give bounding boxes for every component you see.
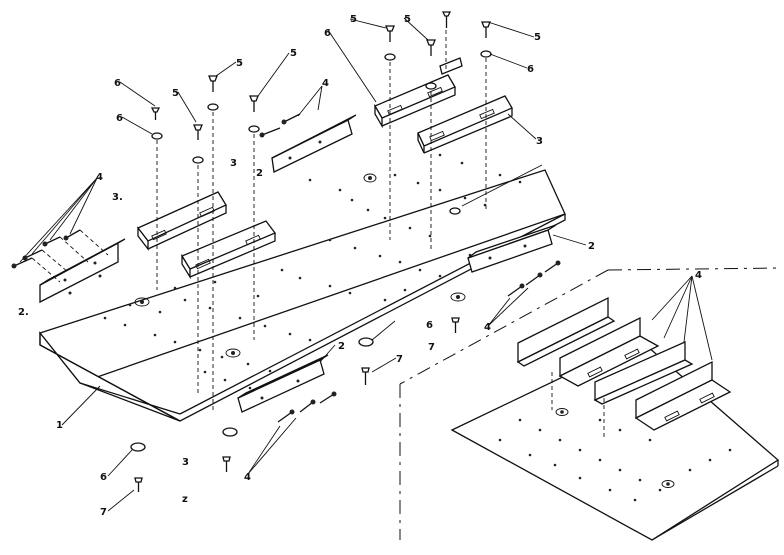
screws-right: [487, 260, 561, 327]
callout-screw-left: 4: [96, 172, 103, 183]
bolt-stack-c: [207, 75, 219, 410]
washer-bolt-lower-left: [130, 427, 238, 492]
bolt-stack-g: [441, 11, 452, 70]
callout-detail-group: 4: [695, 270, 702, 281]
callout-bolt-d: 5: [350, 14, 357, 25]
screws-left-row: [11, 229, 109, 283]
callout-bolt-c: 5: [290, 48, 297, 59]
bracket-right: [467, 224, 557, 273]
detail-hole-grid: [498, 418, 732, 502]
leader-lines: [61, 17, 587, 512]
callout-bracket-front-left: 2.: [18, 307, 29, 318]
callout-spacer-left-top: 3.: [112, 192, 123, 203]
detail-angle-1: [516, 296, 616, 367]
bolt-stack-e: [384, 25, 396, 240]
callout-bracket-right: 2: [588, 241, 595, 252]
callout-screw-front: 4: [244, 472, 251, 483]
callout-screw7-b: 7: [428, 342, 435, 353]
leader-lines-left-screws: [19, 177, 98, 263]
callout-screw7-a: 7: [396, 354, 403, 365]
main-board: [38, 153, 566, 422]
spacer-bar-right-mid: [417, 95, 513, 154]
spacer-bar-left-mid: [181, 220, 277, 280]
bolt-stack-b: [192, 124, 204, 395]
spacer-bar-right-top: [374, 74, 456, 129]
bracket-front: [237, 354, 329, 413]
screws-front: [247, 391, 337, 475]
callout-screw-center: 4: [322, 78, 329, 89]
detail-inset: [399, 267, 781, 541]
callout-spacer-left-mid: 3: [230, 158, 237, 169]
callout-bracket-center: 2: [256, 168, 263, 179]
detail-angle-4: [634, 360, 732, 431]
bracket-center: [271, 114, 357, 173]
bracket-left: [39, 238, 126, 304]
spacer-bar-left-top: [136, 191, 227, 251]
callout-bolt-f: 5: [534, 32, 541, 43]
callout-labels: 1 2. 2 2 2 3. 3 3 4 4 4 4 5 5 5 5 5 5 6 …: [18, 14, 702, 518]
bolt-stack-h: [480, 21, 492, 210]
board-hole-grid: [103, 153, 522, 390]
callout-washer-f: 6: [100, 472, 107, 483]
callout-washer-c: 6: [324, 28, 331, 39]
callout-screw-right: 4: [484, 322, 491, 333]
detail-angle-2: [558, 316, 660, 387]
small-clip: [439, 57, 463, 75]
callout-bolt-b: 5: [172, 88, 179, 99]
bolt-stack-f: [425, 39, 437, 250]
washer-bolt-lower-center: [358, 317, 460, 385]
callout-bolt-e: 5: [404, 14, 411, 25]
callout-washer-b: 6: [116, 113, 123, 124]
callout-board: 1: [56, 420, 63, 431]
detail-leader-lines: [651, 275, 713, 361]
callout-screw7-c: 7: [100, 507, 107, 518]
bolt-stack-a: [150, 107, 163, 290]
washer-right-top: [449, 164, 543, 215]
callout-mark-bottom: z: [182, 494, 188, 505]
callout-bracket-front: 2: [338, 341, 345, 352]
callout-washer-e: 6: [426, 320, 433, 331]
bolt-stack-d: [248, 95, 260, 340]
callout-spacer-right: 3: [536, 136, 543, 147]
board-countersunk-holes: [134, 173, 466, 358]
callout-bolt-a: 5: [236, 58, 243, 69]
callout-washer-d: 6: [527, 64, 534, 75]
callout-mark-bottom2: 3: [182, 457, 189, 468]
detail-angle-3: [593, 340, 694, 405]
callout-washer-a: 6: [114, 78, 121, 89]
screws-center: [259, 85, 323, 138]
